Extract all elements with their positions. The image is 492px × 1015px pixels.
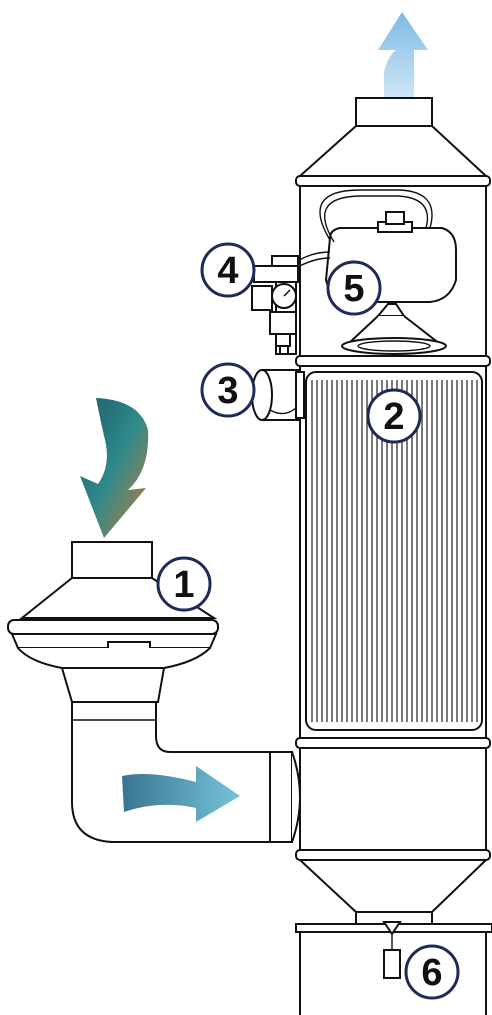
callout-4-label: 4 xyxy=(217,250,238,292)
callout-5: 5 xyxy=(328,262,380,314)
callout-2: 2 xyxy=(368,390,420,442)
callout-5-label: 5 xyxy=(343,268,364,310)
callout-1: 1 xyxy=(158,558,210,610)
callout-2-label: 2 xyxy=(383,396,404,438)
callout-6: 6 xyxy=(406,946,458,998)
clean-air-outlet-arrow-icon xyxy=(378,12,428,98)
callout-1-label: 1 xyxy=(173,564,194,606)
callout-3: 3 xyxy=(202,364,254,416)
callout-6-label: 6 xyxy=(421,952,442,994)
callout-4: 4 xyxy=(202,244,254,296)
elbow-duct xyxy=(72,702,300,842)
dusty-air-inlet-arrow-icon xyxy=(80,398,148,538)
dust-bin xyxy=(296,922,492,1015)
pressure-regulator xyxy=(252,256,298,354)
callout-3-label: 3 xyxy=(217,370,238,412)
top-hood xyxy=(296,98,490,186)
differential-gauge xyxy=(252,370,304,420)
